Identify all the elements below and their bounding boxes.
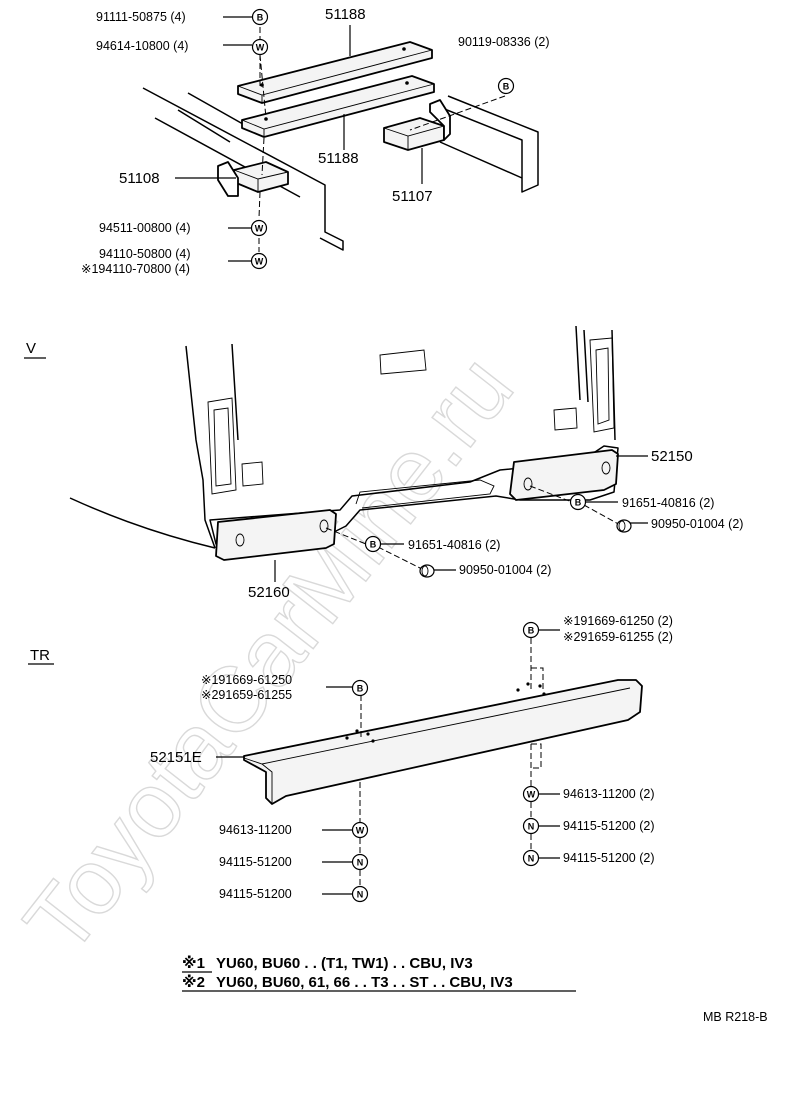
- part-number: 51108: [119, 170, 160, 187]
- fastener-label: 94115-51200: [219, 887, 292, 901]
- fastener-label: 94614-10800 (4): [96, 39, 188, 53]
- guard-52160: [215, 509, 337, 561]
- fastener-label: 94115-51200: [219, 855, 292, 869]
- note-mark-1: ※1: [182, 954, 205, 972]
- svg-text:B: B: [528, 626, 535, 636]
- bolt-symbol: B: [522, 621, 540, 639]
- section-label-v: V: [26, 340, 36, 357]
- part-number: 51188: [318, 150, 359, 167]
- guard-52150: [509, 449, 619, 501]
- part-number: 51107: [392, 188, 433, 205]
- fastener-label: ※191669-61250: [201, 673, 292, 687]
- part-number: 51188: [325, 6, 366, 23]
- note-mark-2: ※2: [182, 973, 205, 991]
- plate-51188-upper: [237, 41, 433, 104]
- fastener-label: 90950-01004 (2): [651, 517, 743, 531]
- fastener-label: 94115-51200 (2): [563, 851, 655, 865]
- frame-body: [142, 87, 344, 251]
- frame-channel: [431, 95, 539, 193]
- bolt-symbol: B: [251, 8, 269, 26]
- fastener-label: 91651-40816 (2): [408, 538, 500, 552]
- bolt-symbol: B: [364, 535, 382, 553]
- watermark: ToyotaCarMine.ru: [5, 337, 532, 972]
- fastener-label: 90950-01004 (2): [459, 563, 551, 577]
- fastener-label: 94110-50800 (4): [99, 247, 191, 261]
- fastener-label: ※191669-61250 (2): [563, 614, 673, 628]
- svg-text:W: W: [255, 257, 264, 267]
- svg-text:N: N: [357, 890, 364, 900]
- svg-text:W: W: [356, 826, 365, 836]
- nut-symbol: N: [351, 853, 369, 871]
- nut-symbol: N: [522, 849, 540, 867]
- washer-symbol: W: [250, 252, 268, 270]
- svg-text:N: N: [528, 854, 535, 864]
- fastener-label: 94613-11200 (2): [563, 787, 655, 801]
- part-number: 52160: [248, 584, 290, 601]
- part-number: 52150: [651, 448, 693, 465]
- bolt-symbol: B: [569, 493, 587, 511]
- washer-symbol: W: [351, 821, 369, 839]
- bolt-symbol: B: [351, 679, 369, 697]
- fastener-label: 90119-08336 (2): [458, 35, 550, 49]
- applicability-notes: ※1 YU60, BU60 . . (T1, TW1) . . CBU, IV3…: [182, 954, 576, 992]
- fastener-label: ※291659-61255 (2): [563, 630, 673, 644]
- part-number: 52151E: [150, 749, 202, 766]
- note-text-2: YU60, BU60, 61, 66 . . T3 . . ST . . CBU…: [216, 974, 513, 991]
- svg-text:N: N: [357, 858, 364, 868]
- fastener-label: ※194110-70800 (4): [81, 262, 190, 276]
- fastener-label: 94115-51200 (2): [563, 819, 655, 833]
- fastener-label: 94613-11200: [219, 823, 292, 837]
- fastener-label: 91651-40816 (2): [622, 496, 714, 510]
- washer-symbol: W: [251, 38, 269, 56]
- svg-text:B: B: [370, 540, 377, 550]
- washer-symbol: W: [522, 785, 540, 803]
- bracket-51108: [233, 161, 289, 193]
- section-label-tr: TR: [30, 647, 50, 664]
- svg-text:B: B: [503, 82, 510, 92]
- note-text-1: YU60, BU60 . . (T1, TW1) . . CBU, IV3: [216, 955, 473, 972]
- grommet-icon: [419, 564, 435, 578]
- diagram-code: MB R218-B: [703, 1010, 768, 1024]
- bolt-symbol: B: [497, 77, 515, 95]
- svg-text:W: W: [256, 43, 265, 53]
- top-assembly: B W B W W 91111-50875 (4) 94614-10800 (4…: [81, 6, 550, 276]
- svg-text:B: B: [575, 498, 582, 508]
- bumper-52151E: [243, 679, 643, 805]
- nut-symbol: N: [351, 885, 369, 903]
- fastener-label: 91111-50875 (4): [96, 10, 186, 24]
- svg-text:W: W: [255, 224, 264, 234]
- v-assembly: V: [24, 325, 743, 601]
- washer-symbol: W: [250, 219, 268, 237]
- nut-symbol: N: [522, 817, 540, 835]
- svg-text:N: N: [528, 822, 535, 832]
- svg-text:B: B: [257, 13, 264, 23]
- svg-text:B: B: [357, 684, 364, 694]
- grommet-icon: [616, 519, 632, 533]
- fastener-label: ※291659-61255: [201, 688, 292, 702]
- tr-assembly: TR B: [28, 614, 673, 903]
- fastener-label: 94511-00800 (4): [99, 221, 191, 235]
- svg-text:W: W: [527, 790, 536, 800]
